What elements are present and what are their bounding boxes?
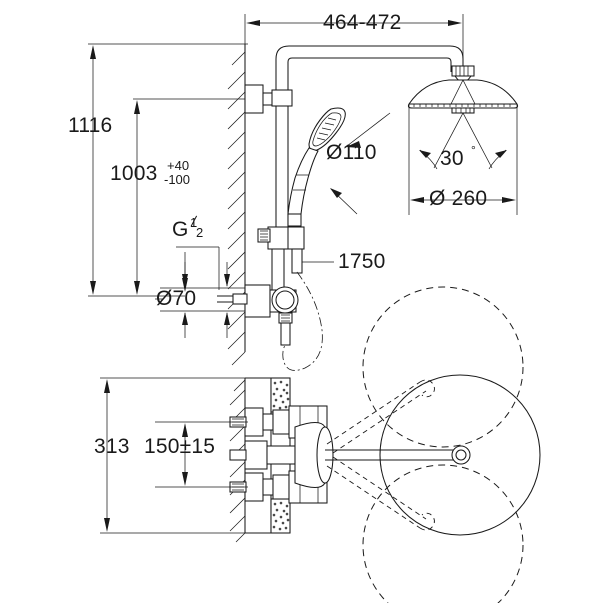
dim-inlet-spacing — [155, 262, 247, 338]
dim-label-spray-angle: 30 — [440, 147, 464, 170]
dim-label-tol-plus: +40 — [167, 158, 190, 173]
dim-label-hand-shower-dia: Ø110 — [326, 141, 377, 164]
dim-section-height — [100, 377, 248, 534]
riser-and-arm — [244, 45, 464, 300]
wall-section — [229, 377, 291, 543]
shower-hose — [282, 271, 323, 371]
dim-thread-leader — [176, 246, 220, 292]
head-shower — [407, 65, 519, 114]
leader-hand-shower-lower — [330, 188, 358, 215]
dim-valve-height — [133, 98, 248, 295]
valve-body-section — [229, 405, 334, 504]
dim-label-thread: G — [172, 218, 189, 241]
dim-label-inlet-centers: 150±15 — [144, 435, 216, 458]
dim-label-spray-angle-unit: ° — [471, 143, 476, 157]
dim-total-height — [88, 43, 248, 297]
dim-label-head-shower-dia: Ø 260 — [429, 187, 488, 210]
swivel-range — [325, 286, 541, 603]
dim-inlet-centers — [155, 421, 248, 488]
dim-label-valve-height: 1003 — [110, 162, 158, 185]
wall-upper — [227, 44, 246, 366]
dim-label-total-height: 1116 — [68, 114, 113, 137]
slide-bar-holder — [257, 226, 305, 250]
thermostatic-valve — [217, 284, 299, 346]
dim-label-thread-denominator: 2 — [196, 225, 204, 240]
dim-label-inlet-spacing: Ø70 — [156, 287, 197, 310]
dim-spray-angle — [419, 112, 507, 170]
dim-head-dia — [408, 104, 518, 215]
dim-label-section-height: 313 — [94, 435, 130, 458]
dim-label-hose-length: 1750 — [338, 250, 386, 273]
hand-shower — [287, 107, 346, 227]
dim-label-arm-reach: 464-472 — [323, 11, 402, 34]
leader-hand-shower-upper — [346, 112, 391, 148]
hose-connector — [291, 248, 334, 274]
dim-label-tol-minus: -100 — [164, 172, 191, 187]
